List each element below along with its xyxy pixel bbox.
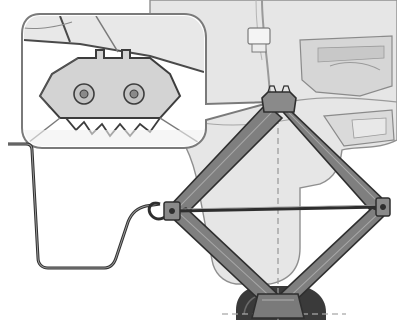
jack-base xyxy=(252,294,304,318)
inset-bolt-left xyxy=(74,84,94,104)
inset-bolt-right xyxy=(124,84,144,104)
jack-head xyxy=(262,92,296,112)
